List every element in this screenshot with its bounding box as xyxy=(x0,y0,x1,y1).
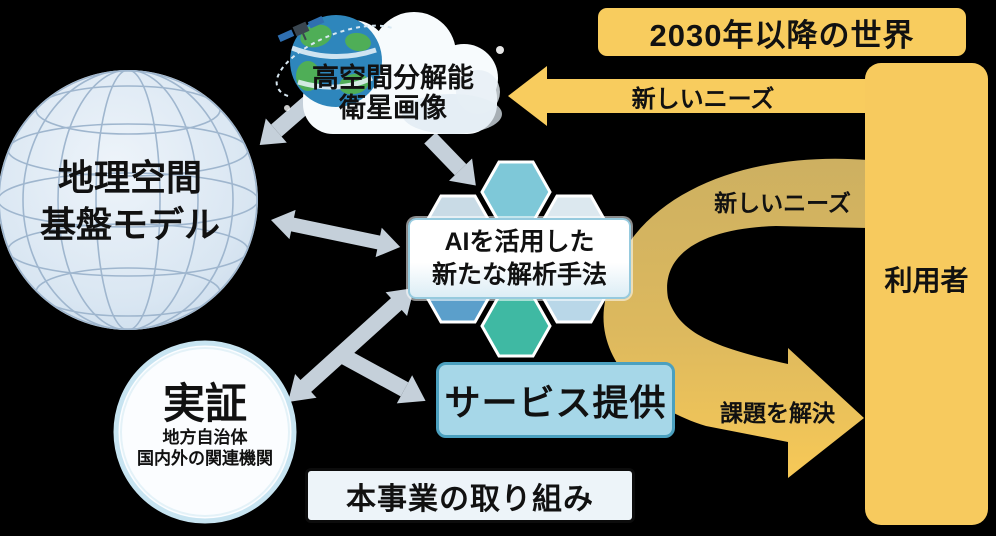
globe-sphere xyxy=(0,70,258,330)
users-label: 利用者 xyxy=(884,265,969,296)
satellite-imagery-line2: 衛星画像 xyxy=(339,92,447,123)
banner-world-after-2030: 2030年以降の世界 xyxy=(598,8,966,56)
new-needs-curve-label: 新しいニーズ xyxy=(714,190,851,216)
ai-analysis-line1: AIを活用した xyxy=(444,228,595,256)
geospatial-model-line1: 地理空間 xyxy=(57,157,202,198)
new-needs-top-label: 新しいニーズ xyxy=(631,85,775,113)
project-label: 本事業の取り組み xyxy=(346,482,594,516)
satellite-imagery-label: 高空間分解能 衛星画像 xyxy=(295,63,491,123)
service-box: サービス提供 xyxy=(436,362,675,438)
geospatial-model-label: 地理空間 基盤モデル xyxy=(0,155,260,249)
arrow-demo-ai-double xyxy=(288,288,415,402)
demo-line2: 国内外の関連機関 xyxy=(137,449,273,469)
arrow-to-service xyxy=(332,344,426,404)
demo-line1: 地方自治体 xyxy=(162,428,248,448)
ai-analysis-box: AIを活用した 新たな解析手法 xyxy=(408,218,631,299)
users-box: 利用者 xyxy=(865,63,988,525)
demo-title: 実証 xyxy=(162,380,247,427)
new-needs-left-arrow xyxy=(508,66,868,126)
solve-issues-label: 課題を解決 xyxy=(720,400,835,426)
satellite-icon xyxy=(277,16,325,42)
arrow-cloud-to-globe xyxy=(259,96,314,145)
demo-circle xyxy=(113,340,297,524)
arrow-cloud-to-ai xyxy=(424,132,476,186)
geospatial-model-line2: 基盤モデル xyxy=(39,203,220,245)
earth-icon xyxy=(275,15,393,107)
banner-label: 2030年以降の世界 xyxy=(649,17,915,53)
satellite-imagery-line1: 高空間分解能 xyxy=(312,63,474,93)
project-box: 本事業の取り組み xyxy=(305,468,635,523)
demo-label-group: 実証 地方自治体 国内外の関連機関 xyxy=(115,380,295,470)
service-label: サービス提供 xyxy=(444,382,667,423)
arrow-globe-ai-double xyxy=(271,209,401,258)
ai-analysis-line2: 新たな解析手法 xyxy=(431,260,607,289)
